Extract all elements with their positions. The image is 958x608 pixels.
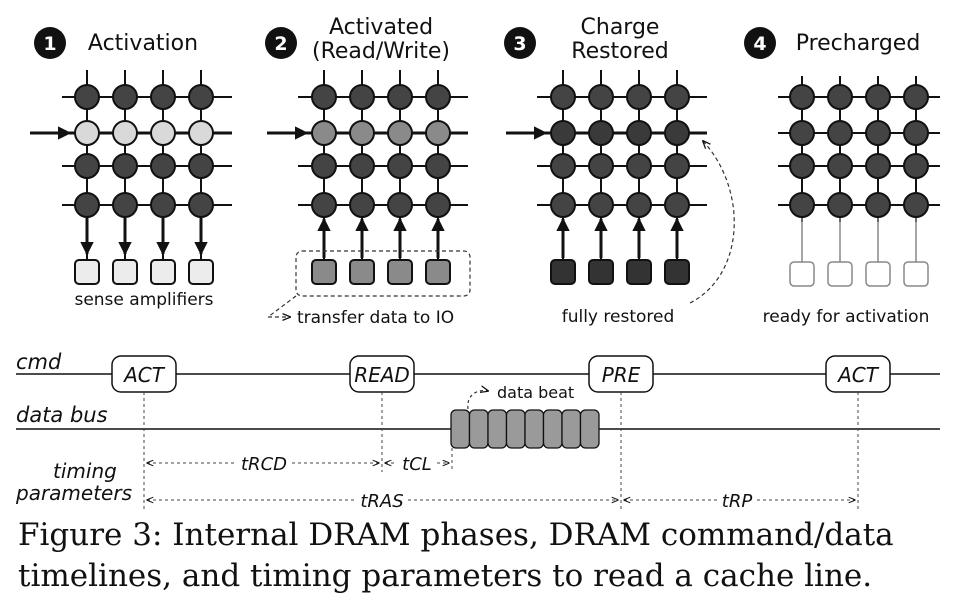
data-beat xyxy=(561,409,582,449)
phase-1-caption: sense amplifiers xyxy=(74,290,213,310)
phase-3-title-line-2: Restored xyxy=(571,39,668,64)
figure-caption: Figure 3: Internal DRAM phases, DRAM com… xyxy=(18,517,894,594)
cmd-read: READ xyxy=(349,355,415,393)
data-beat xyxy=(542,409,563,449)
data-bus-timeline: data bus data beat xyxy=(16,383,940,449)
phase-2-title-line-2: (Read/Write) xyxy=(312,39,450,64)
data-beat xyxy=(505,409,526,449)
svg-text:READ: READ xyxy=(354,363,410,387)
phase-1-badge: 1 xyxy=(34,27,66,59)
phase-2-cell-array xyxy=(266,70,471,317)
cmd-label: cmd xyxy=(16,350,62,374)
phase-2-badge: 2 xyxy=(265,27,297,59)
svg-text:3: 3 xyxy=(513,33,526,55)
phase-2-panel: 2 Activated (Read/Write) xyxy=(265,15,471,328)
data-beat-label: data beat xyxy=(497,383,574,402)
svg-text:ACT: ACT xyxy=(836,363,880,387)
svg-text:2: 2 xyxy=(274,33,287,55)
phase-3-panel: 3 Charge Restored xyxy=(504,15,735,327)
timing-label-line-2: parameters xyxy=(15,481,132,505)
phase-1-title: Activation xyxy=(88,31,198,56)
data-beat xyxy=(524,409,545,449)
cmd-pre: PRE xyxy=(588,355,654,393)
data-beat xyxy=(487,409,508,449)
svg-text:ACT: ACT xyxy=(122,363,166,387)
param-trcd: tRCD xyxy=(241,454,287,475)
phase-4-cell-array xyxy=(778,76,940,287)
phase-1-panel: 1 Activation xyxy=(30,27,232,310)
timing-parameters: timing parameters tRCD tCL tRAS xyxy=(15,392,859,512)
param-tras: tRAS xyxy=(360,491,403,512)
timing-label-line-1: timing xyxy=(53,459,117,483)
data-beat xyxy=(450,409,471,449)
phase-3-cell-array xyxy=(506,70,735,304)
dram-diagram: 1 Activation xyxy=(15,15,940,512)
phase-2-caption: transfer data to IO xyxy=(297,308,454,328)
phase-3-badge: 3 xyxy=(504,27,536,59)
data-beats xyxy=(450,409,600,449)
data-beat xyxy=(468,409,489,449)
phase-2-title-line-1: Activated xyxy=(329,15,433,40)
svg-text:4: 4 xyxy=(753,33,766,55)
phase-1-cell-array xyxy=(30,70,232,285)
cmd-act-2: ACT xyxy=(825,355,891,393)
phase-4-caption: ready for activation xyxy=(763,307,930,327)
param-trp: tRP xyxy=(722,491,753,512)
data-bus-label: data bus xyxy=(16,403,108,427)
data-beat xyxy=(579,409,600,449)
phase-4-panel: 4 Precharged xyxy=(744,27,940,327)
command-timeline: cmd ACT READ PRE ACT xyxy=(16,350,940,393)
svg-text:PRE: PRE xyxy=(602,363,641,387)
phase-3-title-line-1: Charge xyxy=(581,15,660,40)
phase-4-badge: 4 xyxy=(744,27,776,59)
param-tcl: tCL xyxy=(402,454,432,475)
phase-3-caption: fully restored xyxy=(562,307,675,327)
svg-text:1: 1 xyxy=(43,33,56,55)
phase-4-title: Precharged xyxy=(796,31,921,56)
cmd-act-1: ACT xyxy=(111,355,177,393)
